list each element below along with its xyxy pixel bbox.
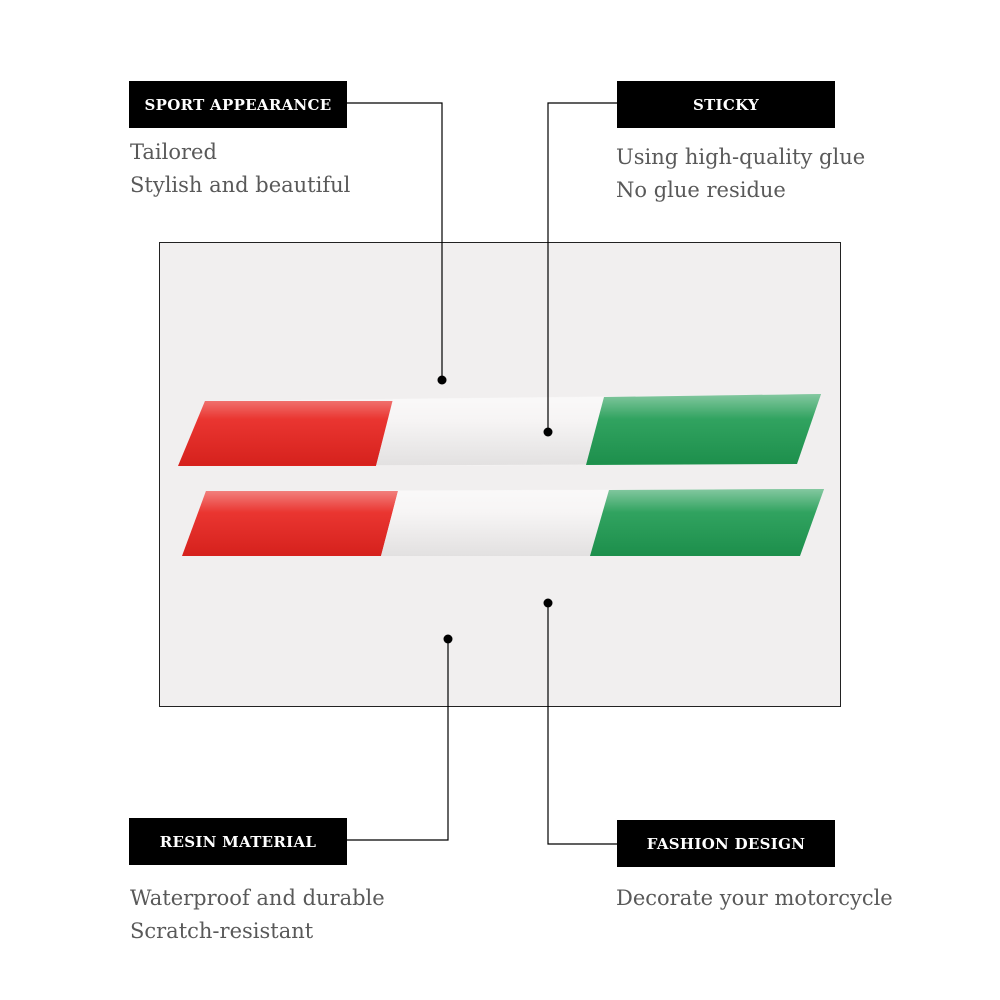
flag-sticker-bottom [182, 489, 824, 556]
resin-material-description: Waterproof and durable Scratch-resistant [130, 882, 385, 948]
sport-line-1: Tailored [130, 140, 217, 164]
resin-material-title: RESIN MATERIAL [159, 832, 317, 851]
flag-sticker-top [178, 394, 821, 466]
sticky-line-2: No glue residue [616, 178, 786, 202]
sport-appearance-label: SPORT APPEARANCE [129, 81, 347, 128]
callout-dot-resin [443, 634, 453, 644]
leader-line-fashion [547, 603, 617, 845]
sticky-label: STICKY [617, 81, 835, 128]
product-image-frame [159, 242, 841, 707]
sticky-line-1: Using high-quality glue [616, 145, 866, 169]
resin-material-label: RESIN MATERIAL [129, 818, 347, 865]
sticky-description: Using high-quality glue No glue residue [616, 141, 865, 207]
leader-line-sport [347, 102, 443, 380]
fashion-line-1: Decorate your motorcycle [616, 886, 893, 910]
sport-appearance-description: Tailored Stylish and beautiful [130, 136, 350, 202]
callout-dot-sport [437, 375, 447, 385]
sticky-title: STICKY [692, 95, 760, 114]
callout-dot-fashion [543, 598, 553, 608]
resin-line-2: Scratch-resistant [130, 919, 314, 943]
fashion-design-label: FASHION DESIGN [617, 820, 835, 867]
leader-line-resin [347, 639, 449, 841]
fashion-design-description: Decorate your motorcycle [616, 882, 893, 915]
fashion-design-title: FASHION DESIGN [646, 834, 806, 853]
callout-dot-sticky [543, 427, 553, 437]
leader-line-sticky [547, 102, 617, 432]
sport-line-2: Stylish and beautiful [130, 173, 351, 197]
resin-line-1: Waterproof and durable [130, 886, 385, 910]
sport-appearance-title: SPORT APPEARANCE [144, 95, 332, 114]
